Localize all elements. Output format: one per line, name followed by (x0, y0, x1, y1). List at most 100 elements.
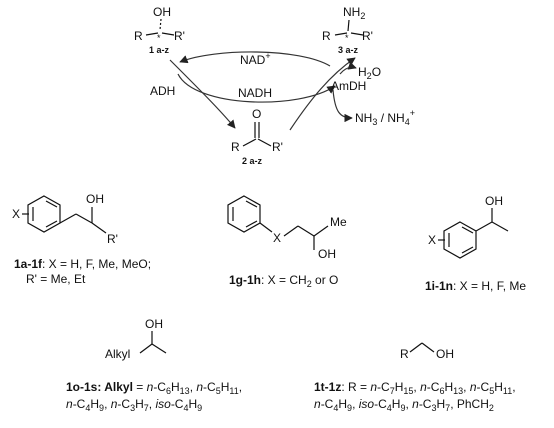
formula-segment: n (412, 397, 419, 411)
formula-segment: -C (117, 397, 130, 411)
formula-segment: n (314, 397, 321, 411)
substituent-x: X (428, 233, 436, 247)
ketone-r-prime: R' (272, 140, 283, 154)
hydroxyl-label: OH (436, 347, 454, 361)
formula-segment: , (405, 397, 412, 411)
benzene-ring (227, 195, 261, 233)
caption-1a-1f-line1: 1a-1f: X = H, F, Me, MeO; (14, 257, 151, 271)
linker-x: X (273, 231, 281, 245)
alcohol-oh-label: OH (153, 5, 171, 19)
formula-segment: H (444, 380, 453, 394)
alcohol-structure: OH R * R' 1 a-z (134, 5, 185, 55)
amine-nh2-label: NH2 (343, 5, 365, 21)
substituent-x: X (12, 207, 20, 221)
formula-segment: H (437, 397, 446, 411)
formula-segment: 15 (403, 386, 413, 396)
formula-segment: H (221, 380, 230, 394)
formula-segment: , PhCH (450, 397, 489, 411)
amine-n-bond (347, 19, 350, 32)
benzene-ring (27, 195, 61, 233)
cycle-arrow-bottom (177, 73, 336, 103)
catalytic-cycle: OH R * R' 1 a-z NH2 R * R' 3 a-z (134, 5, 415, 166)
substrate-1i-1n: X OH 1i-1n: X = H, F, Me (425, 194, 526, 293)
hydroxyl-label: OH (145, 317, 163, 331)
formula-segment: , (413, 380, 420, 394)
formula-segment: 7 (445, 403, 450, 413)
formula-segment: H (171, 380, 180, 394)
alcohol-r-prime: R' (174, 29, 185, 43)
formula-segment: 6 (439, 386, 444, 396)
formula-segment: 3 (431, 403, 436, 413)
formula-segment: 9 (347, 403, 352, 413)
substrate-1t-1z: R OH 1t-1z: R = n-C7H15, n-C6H13, n-C5H1… (314, 342, 516, 413)
alcohol-bond-left (145, 32, 159, 36)
formula-segment: -C (374, 397, 387, 411)
amine-compound-id: 3 a-z (338, 45, 359, 55)
formula-segment: , (104, 397, 111, 411)
formula-segment: -C (477, 380, 490, 394)
caption-1o-1s-alkyl-list-1: n-C6H13, n-C5H11, (147, 380, 242, 396)
caption-1t-1z-r-list-1: n-C7H15, n-C6H13, n-C5H11, (370, 380, 515, 396)
ketone-r: R (231, 140, 240, 154)
formula-segment: H (90, 397, 99, 411)
caption-1g-1h: 1g-1h: X = CH2 or O (229, 273, 338, 289)
cycle-arrow-top (179, 51, 331, 67)
caption-1o-1s-line1: 1o-1s: Alkyl = n-C6H13, n-C5H11, (66, 380, 242, 396)
alcohol-compound-id: 1 a-z (149, 45, 170, 55)
formula-segment: n (470, 380, 477, 394)
formula-segment: n (196, 380, 203, 394)
formula-segment: 13 (453, 386, 463, 396)
formula-segment: , (512, 380, 515, 394)
ammonia-label: NH3 / NH4+ (355, 108, 415, 127)
hydroxyl-label: OH (86, 192, 104, 206)
alkyl-label: Alkyl (105, 347, 130, 361)
svg-text:*: * (157, 33, 161, 43)
formula-segment: H (395, 380, 404, 394)
formula-segment: n (420, 380, 427, 394)
formula-segment: 5 (216, 386, 221, 396)
nad-plus-label: NAD+ (240, 51, 271, 67)
formula-segment: 11 (503, 386, 512, 396)
formula-segment: -C (171, 397, 184, 411)
ammonia-input-arrow (332, 89, 353, 123)
formula-segment: iso (359, 397, 375, 411)
hydroxyl-label: OH (485, 194, 503, 208)
formula-segment: 6 (166, 386, 171, 396)
formula-segment: -C (419, 397, 432, 411)
formula-segment: 9 (99, 403, 104, 413)
caption-1o-1s-line2: n-C4H9, n-C3H7, iso-C4H9 (66, 397, 202, 413)
formula-segment: 2 (489, 403, 494, 413)
alcohol-bond-right (161, 32, 175, 36)
r-label: R (400, 347, 409, 361)
formula-segment: 9 (197, 403, 202, 413)
adh-enzyme-label: ADH (150, 84, 175, 98)
formula-segment: iso (155, 397, 171, 411)
formula-segment: n (111, 397, 118, 411)
formula-segment: -C (153, 380, 166, 394)
water-out-arrow (339, 61, 357, 75)
formula-segment: , (190, 380, 197, 394)
caption-1i-1n: 1i-1n: X = H, F, Me (425, 279, 526, 293)
formula-segment: 5 (489, 386, 494, 396)
formula-segment: 3 (130, 403, 135, 413)
amine-r: R (322, 29, 331, 43)
formula-segment: , (463, 380, 470, 394)
amdh-enzyme-label: AmDH (331, 79, 366, 93)
svg-text:*: * (345, 33, 349, 43)
substrate-1o-1s: Alkyl OH 1o-1s: Alkyl = n-C6H13, n-C5H11… (66, 317, 242, 413)
formula-segment: -C (321, 397, 334, 411)
ketone-o-label: O (252, 107, 261, 121)
ketone-structure: O R R' 2 a-z (231, 107, 283, 166)
formula-segment: H (135, 397, 144, 411)
formula-segment: n (370, 380, 377, 394)
caption-1t-1z-line1: 1t-1z: R = n-C7H15, n-C6H13, n-C5H11, (314, 380, 516, 396)
formula-segment: 11 (229, 386, 238, 396)
alcohol-r: R (134, 29, 143, 43)
formula-segment: 7 (390, 386, 395, 396)
formula-segment: 7 (144, 403, 149, 413)
formula-segment: H (392, 397, 401, 411)
hydroxyl-label: OH (318, 247, 336, 261)
caption-1t-1z-line2: n-C4H9, iso-C4H9, n-C3H7, PhCH2 (314, 397, 494, 413)
formula-segment: 9 (400, 403, 405, 413)
